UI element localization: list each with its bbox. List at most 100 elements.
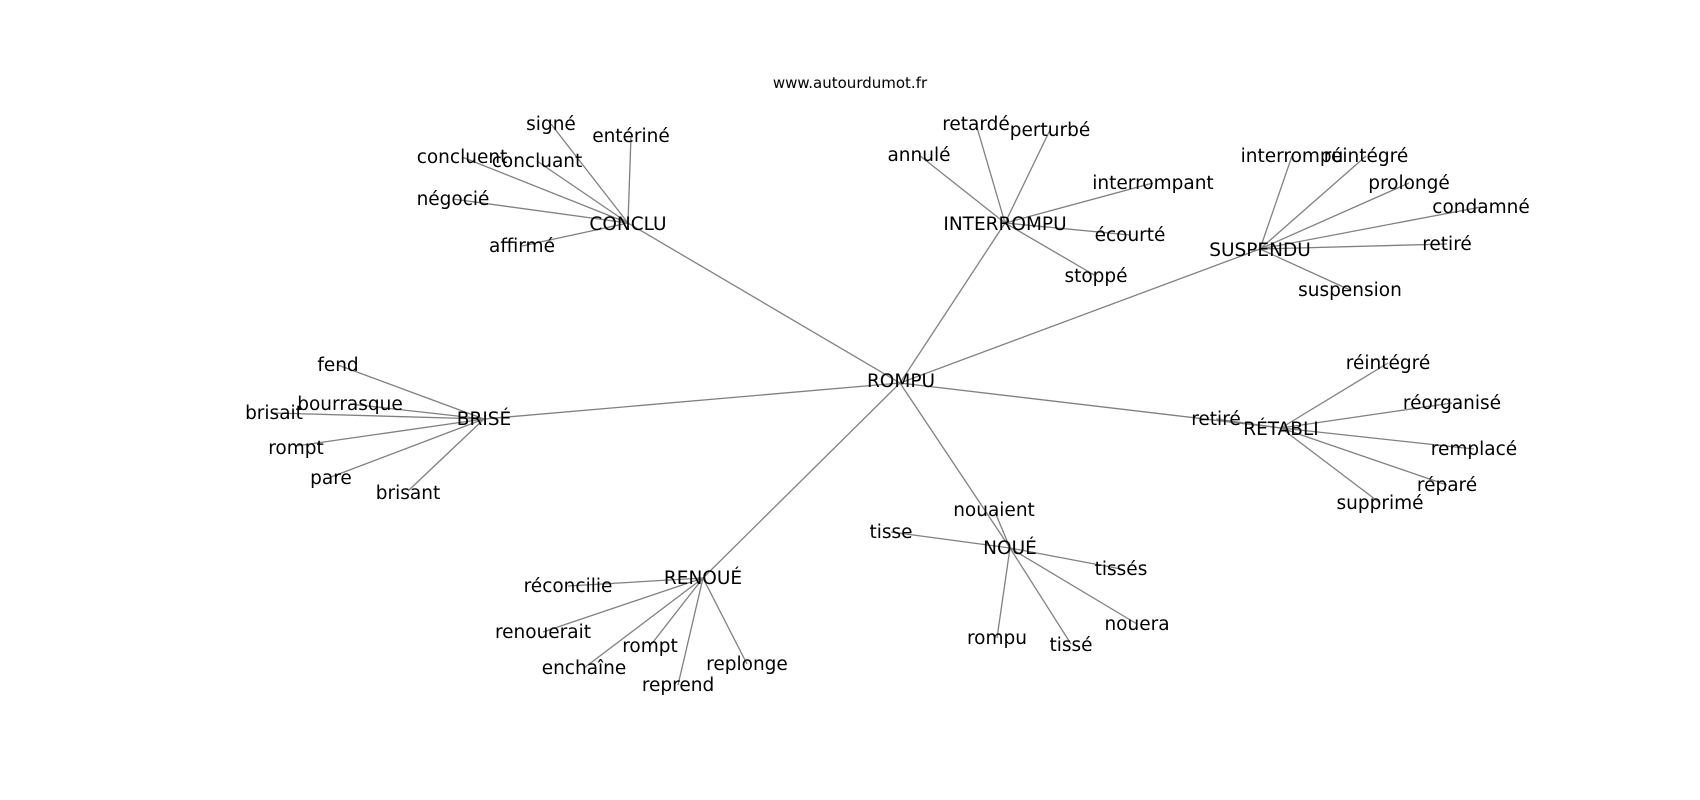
- leaf-conclu-enterine[interactable]: entériné: [592, 126, 670, 147]
- edge-conclu-concluent: [461, 156, 629, 224]
- edge-brise-bourrasque: [349, 403, 485, 420]
- leaf-interrompu-ecourte[interactable]: écourté: [1095, 225, 1166, 246]
- edge-center-renoue: [702, 382, 901, 579]
- labels-layer: ROMPU CONCLU signé entériné concluent co…: [245, 114, 1530, 696]
- edge-renoue-rompt: [649, 577, 704, 647]
- edge-center-retabli: [899, 382, 1282, 429]
- node-center[interactable]: ROMPU: [867, 371, 935, 392]
- leaf-noue-tisse2[interactable]: tissé: [1049, 635, 1092, 656]
- edges-layer: [273, 123, 1482, 686]
- node-conclu[interactable]: CONCLU: [589, 214, 666, 235]
- leaf-brise-fend[interactable]: fend: [317, 355, 358, 376]
- leaf-renoue-rompt[interactable]: rompt: [622, 636, 678, 657]
- node-retabli[interactable]: RÉTABLI: [1243, 418, 1319, 440]
- node-interrompu[interactable]: INTERROMPU: [943, 214, 1066, 235]
- edge-brise-pare: [330, 418, 485, 478]
- edge-renoue-enchaine: [583, 577, 704, 669]
- leaf-noue-tisses[interactable]: tissés: [1095, 559, 1148, 580]
- node-renoue[interactable]: RENOUÉ: [664, 567, 742, 589]
- leaf-conclu-affirme[interactable]: affirmé: [489, 236, 555, 257]
- edge-conclu-enterine: [627, 135, 632, 224]
- edge-brise-brisant: [407, 418, 485, 492]
- leaf-renoue-renouerait[interactable]: renouerait: [495, 622, 591, 643]
- edge-renoue-replonge: [702, 577, 748, 665]
- leaf-renoue-enchaine[interactable]: enchaîne: [542, 658, 627, 679]
- edge-conclu-signe: [550, 123, 629, 224]
- edge-conclu-negocie: [452, 198, 629, 224]
- edge-interrompu-ecourte: [1004, 222, 1131, 236]
- leaf-retabli-repare[interactable]: réparé: [1417, 475, 1477, 496]
- leaf-retabli-reintegre[interactable]: réintégré: [1346, 353, 1430, 374]
- edge-retabli-reintegre: [1280, 362, 1389, 429]
- edge-conclu-affirme: [521, 222, 629, 247]
- leaf-suspendu-reintegre[interactable]: réintégré: [1324, 146, 1408, 167]
- edge-noue-tisse: [890, 531, 1011, 549]
- leaf-noue-tisse[interactable]: tisse: [869, 522, 912, 543]
- edge-interrompu-perturbe: [1004, 129, 1051, 224]
- edge-noue-tisse2: [1009, 547, 1072, 645]
- leaf-conclu-concluent[interactable]: concluent: [417, 147, 508, 168]
- leaf-brise-brisant[interactable]: brisant: [376, 483, 440, 504]
- edge-interrompu-stoppe: [1004, 222, 1097, 277]
- leaf-interrompu-stoppe[interactable]: stoppé: [1064, 266, 1127, 287]
- leaf-interrompu-annule[interactable]: annulé: [887, 145, 950, 166]
- edge-brise-fend: [337, 364, 485, 420]
- edge-brise-rompt: [295, 418, 485, 447]
- leaf-noue-rompu[interactable]: rompu: [967, 628, 1027, 649]
- leaf-retabli-supprime[interactable]: supprimé: [1337, 493, 1424, 514]
- leaf-renoue-reconcilie[interactable]: réconcilie: [524, 576, 613, 597]
- leaf-suspendu-interrompu[interactable]: interrompu: [1241, 146, 1344, 167]
- edge-noue-tisses: [1009, 547, 1122, 570]
- leaf-conclu-concluant[interactable]: concluant: [492, 151, 583, 172]
- node-brise[interactable]: BRISÉ: [457, 408, 511, 430]
- edge-interrompu-annule: [918, 154, 1006, 224]
- edge-interrompu-interrompant: [1004, 182, 1154, 224]
- site-url: www.autourdumot.fr: [773, 74, 928, 92]
- edge-conclu-concluant: [536, 160, 629, 224]
- edge-renoue-reconcilie: [567, 577, 704, 587]
- leaf-conclu-signe[interactable]: signé: [526, 114, 576, 135]
- edge-retabli-reorganise: [1280, 402, 1453, 429]
- edge-noue-nouaient: [994, 511, 1011, 549]
- edge-noue-nouera: [1009, 547, 1138, 625]
- edge-center-noue: [899, 382, 1011, 549]
- edge-center-suspendu: [899, 248, 1261, 384]
- edge-renoue-reprend: [677, 577, 704, 686]
- edge-suspendu-reintegre: [1259, 155, 1367, 250]
- edge-retabli-remplace: [1280, 427, 1475, 450]
- leaf-interrompu-interrompant[interactable]: interrompant: [1092, 173, 1213, 194]
- edge-brise-brisait: [273, 412, 485, 420]
- edge-interrompu-retarde: [975, 123, 1006, 224]
- leaf-noue-nouaient[interactable]: nouaient: [953, 500, 1035, 521]
- leaf-interrompu-retarde[interactable]: retardé: [942, 114, 1010, 135]
- leaf-brise-bourrasque[interactable]: bourrasque: [297, 394, 403, 415]
- leaf-renoue-replonge[interactable]: replonge: [706, 654, 788, 675]
- edge-center-conclu: [627, 222, 901, 384]
- edge-retabli-retire: [1215, 418, 1282, 429]
- leaf-suspendu-retire[interactable]: retiré: [1422, 234, 1472, 255]
- leaf-conclu-negocie[interactable]: négocié: [417, 189, 490, 210]
- leaf-suspendu-suspension[interactable]: suspension: [1298, 280, 1402, 301]
- node-suspendu[interactable]: SUSPENDU: [1209, 240, 1311, 261]
- leaf-brise-brisait[interactable]: brisait: [245, 403, 303, 424]
- leaf-interrompu-perturbe[interactable]: perturbé: [1010, 120, 1090, 141]
- edge-retabli-repare: [1280, 427, 1448, 486]
- leaf-brise-rompt[interactable]: rompt: [268, 438, 324, 459]
- leaf-retabli-remplace[interactable]: remplacé: [1431, 439, 1517, 460]
- edge-noue-rompu: [996, 547, 1011, 639]
- leaf-suspendu-prolonge[interactable]: prolongé: [1368, 173, 1450, 194]
- leaf-noue-nouera[interactable]: nouera: [1104, 614, 1169, 635]
- leaf-retabli-retire[interactable]: retiré: [1191, 409, 1241, 430]
- leaf-renoue-reprend[interactable]: reprend: [642, 675, 714, 696]
- edge-suspendu-retire: [1259, 243, 1448, 250]
- edge-retabli-supprime: [1280, 427, 1381, 504]
- leaf-retabli-reorganise[interactable]: réorganisé: [1403, 393, 1501, 414]
- edge-center-brise: [483, 382, 901, 420]
- edge-renoue-renouerait: [542, 577, 704, 633]
- edge-suspendu-suspension: [1259, 248, 1351, 291]
- leaf-brise-pare[interactable]: pare: [310, 468, 352, 489]
- edge-suspendu-condamne: [1259, 206, 1482, 250]
- leaf-suspendu-condamne[interactable]: condamné: [1432, 197, 1529, 218]
- node-noue[interactable]: NOUÉ: [983, 537, 1037, 559]
- edge-center-interrompu: [899, 222, 1006, 384]
